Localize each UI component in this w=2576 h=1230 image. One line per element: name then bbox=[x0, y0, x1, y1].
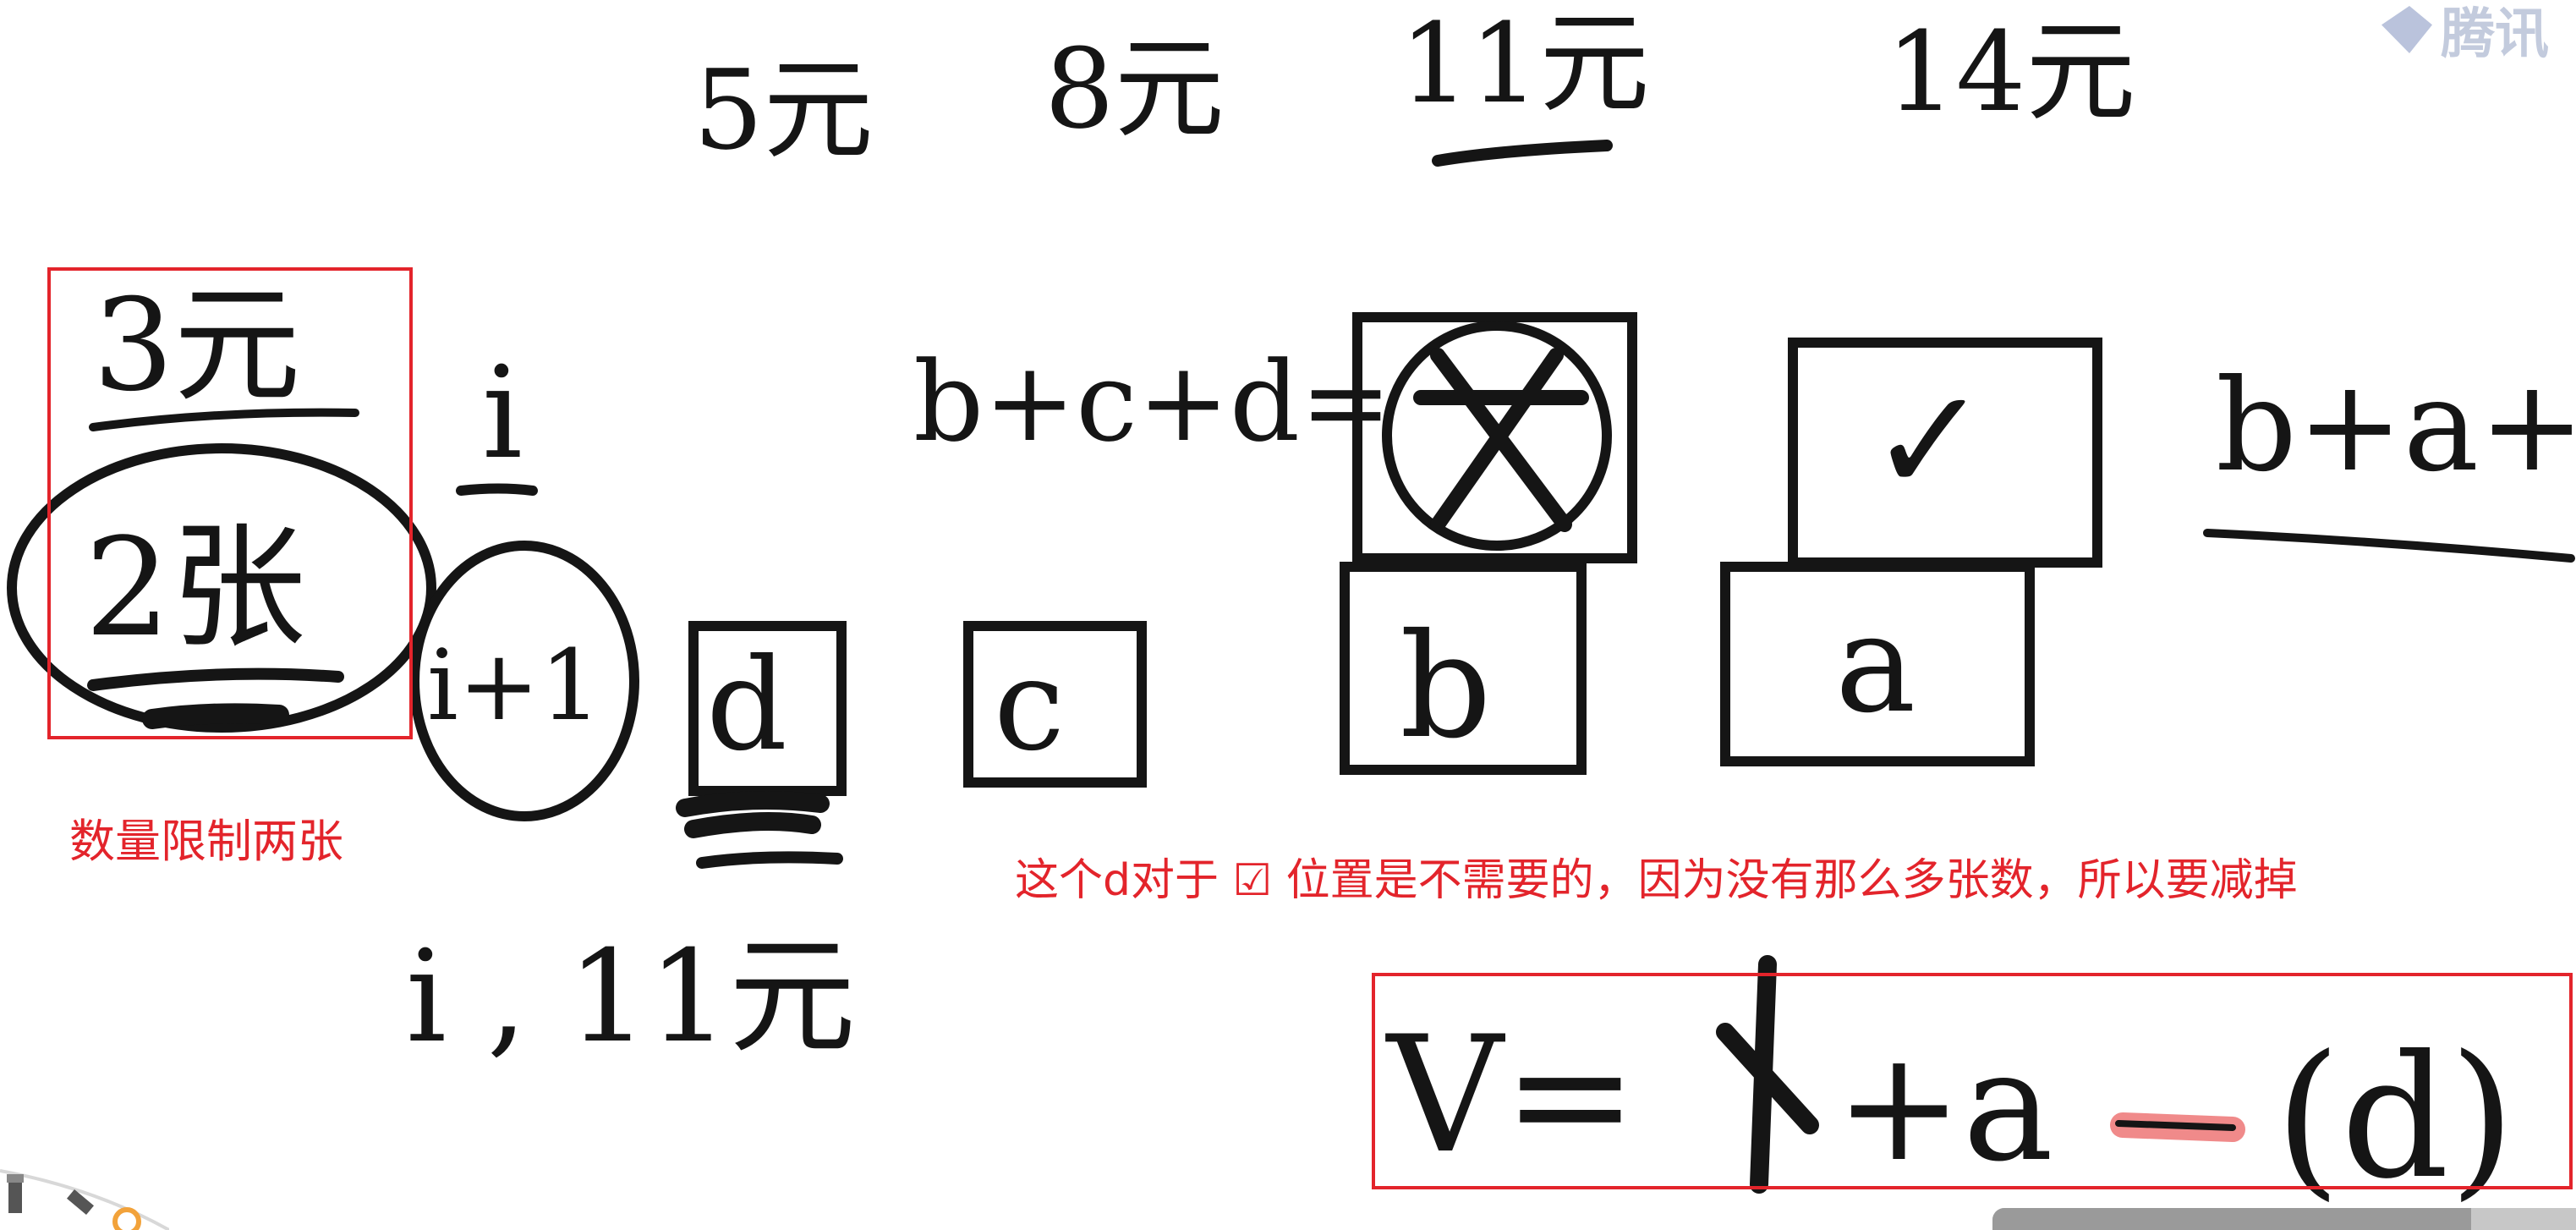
crossed-marks bbox=[1413, 348, 1589, 532]
video-progress-bar[interactable] bbox=[1992, 1208, 2576, 1230]
box-d-double-line bbox=[696, 851, 843, 869]
tencent-logo-text: 腾讯 bbox=[2441, 3, 2549, 66]
count-underline bbox=[87, 667, 344, 691]
left-count-2: 2张 bbox=[85, 508, 306, 667]
formula-paren: (d) bbox=[2275, 1019, 2515, 1216]
box-d-label: d bbox=[706, 632, 787, 779]
drawing-tools bbox=[0, 1169, 169, 1230]
highlight-box-limit bbox=[47, 267, 413, 739]
box-top-crossed bbox=[1352, 312, 1637, 563]
check-mark: ✓ bbox=[1869, 358, 1989, 525]
right-expr-underline bbox=[2203, 529, 2575, 563]
tencent-logo-icon bbox=[2381, 6, 2432, 53]
box-c-label: c bbox=[994, 632, 1065, 779]
bottom-expr: i , 11元 bbox=[406, 924, 856, 1071]
formula-v-eq: V= bbox=[1385, 1002, 1637, 1189]
count-underline-thick bbox=[142, 703, 289, 729]
left-price-3: 3元 bbox=[93, 272, 300, 420]
box-b bbox=[1340, 562, 1587, 775]
box-d bbox=[688, 621, 847, 796]
box-c bbox=[963, 621, 1147, 788]
price-label-8: 8元 bbox=[1044, 25, 1225, 153]
tencent-logo: 腾讯 bbox=[2381, 0, 2576, 66]
crossed-circle bbox=[1382, 321, 1612, 551]
limit-note: 数量限制两张 bbox=[69, 815, 343, 868]
price-label-5: 5元 bbox=[693, 46, 874, 174]
price-label-14: 14元 bbox=[1886, 8, 2135, 136]
box-a bbox=[1720, 562, 2035, 766]
eraser-tool-icon[interactable] bbox=[67, 1189, 94, 1216]
ticket-number: i+1 bbox=[427, 629, 601, 743]
explain-note: 这个d对于 ☑ 位置是不需要的，因为没有那么多张数，所以要减掉 bbox=[1015, 855, 2298, 906]
right-expr: b+a+ bbox=[2216, 353, 2576, 500]
color-tool-icon[interactable] bbox=[112, 1207, 141, 1230]
box-b-label: b bbox=[1400, 603, 1492, 771]
index-i: i bbox=[482, 340, 523, 487]
price-label-11: 11元 bbox=[1400, 0, 1649, 128]
top-boxes-expr: b+c+d= bbox=[913, 338, 1392, 466]
formula-term: +a bbox=[1835, 1019, 2053, 1195]
box-a-label: a bbox=[1835, 585, 1916, 743]
box-d-scribble bbox=[676, 791, 830, 838]
left-price-underline bbox=[89, 408, 359, 431]
highlighter-tool-icon[interactable] bbox=[7, 1174, 24, 1213]
count-circle bbox=[7, 443, 436, 733]
highlight-box-formula bbox=[1372, 973, 2573, 1189]
ticket-circle bbox=[409, 541, 639, 821]
formula-crossed-b bbox=[1716, 955, 1819, 1194]
video-progress-fill bbox=[1992, 1208, 2471, 1230]
formula-minus bbox=[2115, 1120, 2236, 1131]
index-i-underline bbox=[456, 483, 538, 496]
underline-11 bbox=[1432, 140, 1613, 167]
